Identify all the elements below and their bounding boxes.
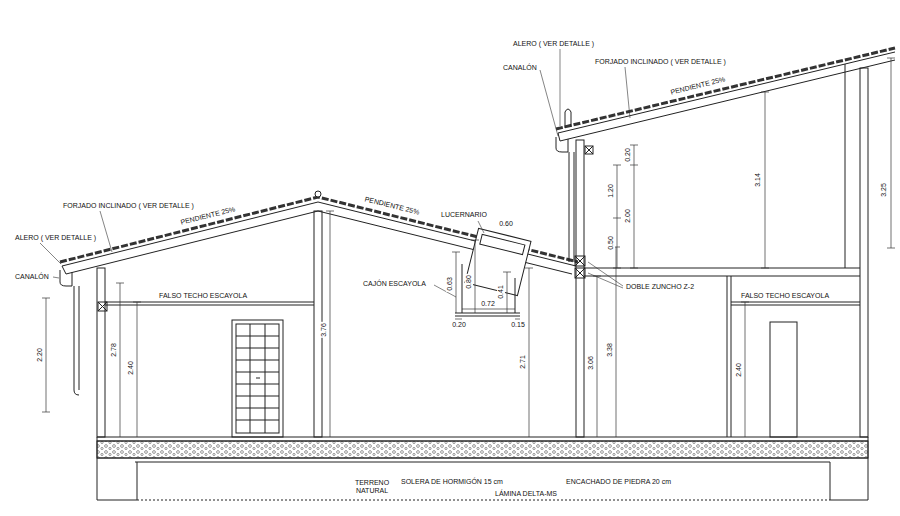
dimension-value: 2.40	[127, 360, 135, 376]
dimension-value: 0.80	[465, 274, 473, 290]
gutter-downpipe	[569, 152, 574, 262]
dimension-value: 3.38	[606, 342, 614, 358]
walls	[575, 268, 585, 278]
walls	[584, 64, 860, 437]
upper-roof	[565, 109, 571, 128]
slope-label: PENDIENTE 25%	[363, 195, 421, 217]
annotation-label: FORJADO INCLINADO ( VER DETALLE )	[62, 202, 195, 210]
foundation	[97, 437, 868, 462]
foundation	[97, 441, 868, 458]
dimension-value: 3.06	[587, 355, 595, 371]
upper-roof	[558, 52, 895, 141]
dimension-lines	[116, 283, 124, 437]
door	[236, 324, 279, 433]
dimension-value: 1.20	[607, 183, 615, 199]
dimension-value: 3.14	[754, 172, 762, 188]
dimension-lines	[525, 268, 533, 437]
dimension-lines	[42, 58, 895, 437]
annotation-label: LUCERNARIO	[440, 211, 488, 219]
leader-lines	[588, 262, 623, 288]
lower-roof	[315, 191, 321, 197]
walls	[575, 256, 585, 266]
dimension-value: 2.40	[735, 362, 743, 378]
skylight	[455, 264, 520, 316]
annotation-label: TERRENO NATURAL	[354, 479, 390, 495]
dimension-value: 0.50	[607, 235, 615, 251]
annotation-label: SOLERA DE HORMIGÓN 15 cm	[400, 478, 504, 486]
dimension-value: 0.15	[510, 321, 526, 329]
walls	[576, 140, 584, 437]
gutter-downpipe	[98, 302, 107, 311]
foundation	[97, 437, 868, 500]
leader-lines	[478, 221, 484, 233]
upper-roof	[556, 48, 895, 129]
dimension-lines	[761, 92, 769, 268]
dimension-value: 2.20	[36, 347, 44, 363]
dimension-lines	[887, 58, 895, 248]
foundation	[137, 500, 830, 501]
gutter-downpipe	[98, 302, 107, 311]
door	[770, 322, 797, 437]
dimension-value: 2.71	[519, 354, 527, 370]
annotation-label: FALSO TECHO ESCAYOLA	[158, 292, 248, 300]
dimension-lines	[613, 165, 621, 268]
annotation-label: CANALÓN	[502, 64, 538, 72]
door	[232, 320, 797, 437]
annotation-label: ENCACHADO DE PIEDRA 20 cm	[565, 478, 672, 486]
dimension-lines	[455, 319, 520, 320]
annotation-label: DOBLE ZUNCHO Z-2	[625, 283, 695, 291]
dimension-value: 0.20	[451, 321, 467, 329]
annotation-label: CANALÓN	[14, 273, 50, 281]
walls	[860, 68, 868, 437]
annotation-label: FORJADO INCLINADO ( VER DETALLE )	[594, 58, 727, 66]
leader-lines	[625, 67, 630, 118]
foundation	[97, 437, 868, 500]
slope-label: PENDIENTE 25%	[669, 75, 727, 97]
dimension-value: 3.76	[320, 322, 328, 338]
leader-lines	[100, 211, 112, 252]
skylight	[480, 234, 525, 254]
upper-roof	[556, 48, 895, 141]
annotation-label: LÁMINA DELTA-MS	[494, 490, 558, 498]
dimension-value: 3.25	[880, 182, 888, 198]
dimension-value: 0.20	[624, 147, 632, 163]
leader-lines	[40, 49, 630, 297]
door	[232, 320, 283, 437]
annotation-label: ALERO ( VER DETALLE )	[512, 40, 595, 48]
walls	[97, 268, 105, 437]
walls	[575, 256, 585, 266]
skylight	[455, 228, 531, 316]
dimension-value: 2.78	[110, 342, 118, 358]
leader-lines	[540, 70, 558, 136]
door	[256, 378, 260, 379]
dimension-value: 0.60	[498, 220, 514, 228]
section-lines	[40, 48, 895, 500]
leader-lines	[53, 277, 59, 278]
leader-lines	[40, 243, 61, 264]
dimension-value: 0.41	[497, 284, 505, 300]
gutter-downpipe	[585, 146, 593, 154]
gutter-downpipe	[74, 286, 79, 395]
dimension-lines	[630, 145, 638, 268]
leader-lines	[560, 49, 561, 126]
dimension-value: 0.63	[446, 276, 454, 292]
gutter-downpipe	[60, 270, 72, 286]
dimension-value: 0.72	[480, 300, 496, 308]
walls	[97, 64, 868, 437]
gutter-downpipe	[556, 137, 568, 152]
annotation-label: ALERO ( VER DETALLE )	[14, 234, 97, 242]
door	[236, 324, 279, 433]
annotation-label: CAJÓN ESCAYOLA	[362, 280, 427, 288]
dimension-lines	[462, 309, 515, 310]
gutter-downpipe	[585, 146, 593, 154]
gutter-downpipe	[60, 137, 593, 395]
walls	[575, 268, 585, 278]
dimension-value: 2.00	[624, 208, 632, 224]
annotation-label: FALSO TECHO ESCAYOLA	[740, 292, 830, 300]
